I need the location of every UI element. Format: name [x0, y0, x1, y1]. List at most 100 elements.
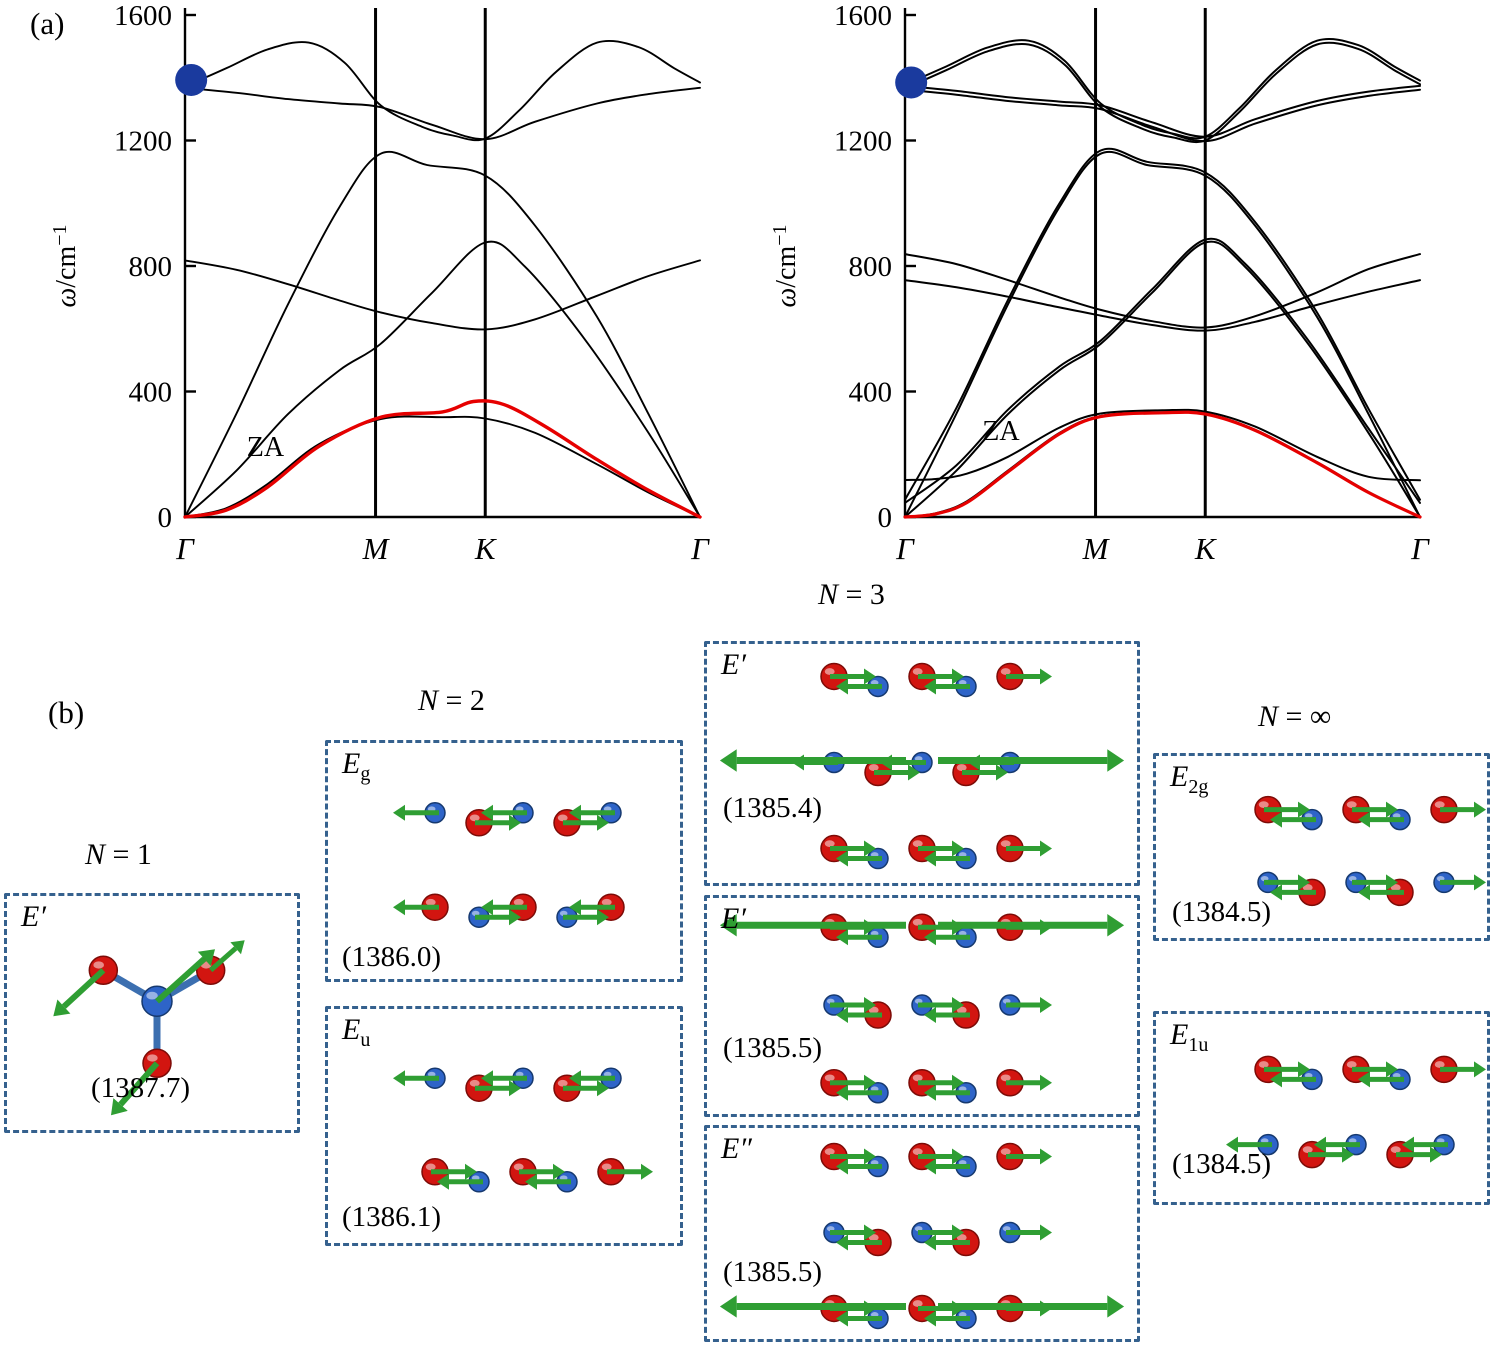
displacement-arrowhead [1358, 1071, 1370, 1088]
y-tick-label: 800 [849, 251, 893, 283]
displacement-arrowhead [1386, 801, 1398, 818]
phonon-branch-TA1 [904, 240, 1421, 518]
mode-frequency: (1384.5) [1172, 1148, 1272, 1180]
atom-highlight [1434, 1061, 1445, 1068]
displacement-arrowhead [924, 929, 936, 946]
phonon-branch-ZA [184, 415, 701, 518]
y-axis-label: ω/cm−1 [49, 224, 82, 307]
y-tick-label: 400 [849, 377, 893, 409]
atom-highlight [1000, 668, 1011, 675]
atom-highlight [956, 1234, 967, 1241]
atom-highlight [515, 806, 524, 812]
displacement-arrowhead [1270, 811, 1282, 828]
atom-highlight [1346, 1061, 1357, 1068]
phonon-branch-ZA-red [183, 399, 702, 519]
displacement-arrowhead [509, 1080, 521, 1097]
displacement-arrowhead [924, 1007, 936, 1023]
displacement-arrowhead [597, 909, 609, 926]
mode-displacement-diagram [1254, 795, 1486, 907]
atom-highlight [870, 1160, 879, 1166]
displacement-arrowhead [393, 899, 405, 916]
atom-highlight [956, 764, 967, 771]
displacement-arrowhead [924, 1084, 936, 1101]
displacement-arrowhead [836, 1158, 848, 1175]
displacement-arrowhead [1474, 1061, 1486, 1078]
atom-layer-row [393, 893, 625, 928]
atom-layer-row [820, 1069, 1052, 1104]
za-branch-label: ZA [982, 416, 1020, 447]
displacement-arrowhead [1402, 1136, 1414, 1153]
atom-highlight [914, 998, 923, 1004]
displacement-arrowhead [481, 1070, 493, 1087]
atom-layer-row [393, 1067, 622, 1102]
displacement-arrowhead [1386, 874, 1398, 891]
atom-highlight [601, 1163, 612, 1171]
atom-layer-row [1226, 1133, 1455, 1169]
displacement-arrowhead [1474, 874, 1486, 891]
displacement-arrowhead [719, 749, 737, 772]
atom-highlight [1434, 801, 1445, 809]
atom-layer-row [421, 1158, 653, 1193]
n-value: = 2 [438, 684, 485, 717]
displacement-arrowhead [924, 1310, 936, 1327]
displacement-arrowhead [481, 804, 493, 821]
atom-highlight [1302, 1146, 1313, 1154]
y-tick-label: 0 [158, 502, 173, 534]
y-tick-label: 800 [129, 251, 173, 283]
mode-displacement-diagram [719, 913, 1125, 1104]
atom-highlight [824, 1148, 835, 1155]
displacement-arrow [209, 946, 238, 973]
atom-highlight [603, 1071, 612, 1077]
mode-frequency: (1386.1) [342, 1201, 442, 1233]
displacement-arrowhead [836, 929, 848, 946]
displacement-arrowhead [1040, 668, 1052, 685]
phonon-branch-LA2 [904, 147, 1421, 501]
atom-layer-row [820, 834, 1052, 870]
displacement-arrowhead [1358, 811, 1370, 828]
displacement-arrowhead [525, 1173, 537, 1190]
atom-highlight [826, 998, 835, 1004]
atom-highlight [1346, 801, 1357, 809]
atom-highlight [601, 898, 612, 906]
mode-box: E2g(1384.5) [1153, 753, 1490, 941]
group-heading: N = 1 [85, 838, 152, 872]
y-tick-label: 1600 [834, 0, 892, 32]
displacement-arrowhead [1386, 1061, 1398, 1078]
atom-highlight [870, 852, 879, 858]
phonon-branch-TA2 [904, 237, 1421, 504]
displacement-arrowhead [924, 678, 936, 695]
displacement-arrowhead [908, 764, 920, 781]
atom-layer-row [820, 1142, 1052, 1178]
mode-box: E′(1387.7) [4, 893, 300, 1133]
displacement-arrowhead [836, 678, 848, 695]
atom-layer-row [393, 802, 622, 837]
displacement-arrowhead [924, 850, 936, 867]
atom-highlight [824, 1074, 835, 1082]
atom-highlight [425, 1163, 436, 1171]
phonon-branch-LA [184, 151, 701, 518]
displacement-arrowhead [393, 1070, 405, 1087]
displacement-arrowhead [836, 1310, 848, 1327]
y-tick-label: 1200 [114, 126, 172, 158]
displacement-arrowhead [1358, 884, 1370, 901]
atom-layer-row [719, 1294, 1125, 1330]
mode-box: Eg(1386.0) [325, 740, 683, 982]
atom-highlight [912, 918, 923, 926]
displacement-arrowhead [1270, 884, 1282, 901]
atom-highlight [1000, 1148, 1011, 1155]
phonon-branch-LA1 [904, 150, 1421, 518]
mode-symmetry-label: E2g [1170, 760, 1208, 799]
mode-frequency: (1386.0) [342, 941, 442, 973]
mode-symmetry-label: Eu [342, 1013, 370, 1052]
phonon-branch-TO [184, 86, 701, 141]
mode-subscript: 1u [1188, 1034, 1209, 1056]
displacement-arrowhead [1298, 801, 1310, 818]
displacement-arrowhead [719, 1295, 737, 1318]
atom-highlight [603, 806, 612, 812]
x-tick-label: K [474, 531, 498, 566]
atom-highlight [870, 930, 879, 937]
mode-displacement-diagram [719, 1142, 1125, 1330]
atom-highlight [870, 1312, 879, 1318]
